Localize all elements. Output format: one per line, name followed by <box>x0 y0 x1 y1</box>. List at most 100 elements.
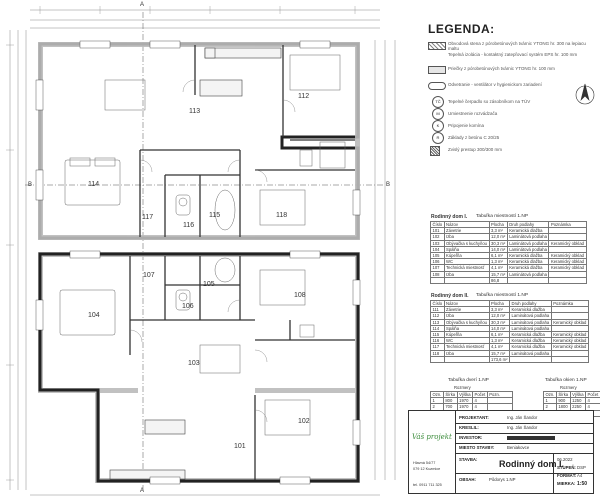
table-cell: Laminátová podlaha <box>506 245 550 253</box>
table-cell <box>430 355 445 363</box>
value-stavba: Rodinný dom I. <box>499 459 564 469</box>
room-label: 106 <box>182 303 194 310</box>
table-cell <box>443 276 490 284</box>
column-header: Číslo <box>430 299 445 308</box>
company-address: Hlavná 54/77 <box>413 461 436 465</box>
table-cell: Laminátová podlaha <box>506 239 550 247</box>
room-label: 103 <box>188 360 200 367</box>
table-cell: Laminátová podlaha <box>509 324 552 332</box>
room-label: 101 <box>234 443 246 450</box>
table-rooms-2-caption: Tabuľka miestností 1.NP <box>476 293 529 298</box>
table-cell: Laminátová podlaha <box>509 318 552 326</box>
legend-swatch-vent <box>428 82 446 90</box>
section-marker-b-right: B <box>386 182 391 188</box>
title-block-logo-cell <box>409 411 456 493</box>
room-label: 114 <box>88 181 100 188</box>
value-obsah: Pôdorys 1.NP <box>489 477 516 482</box>
legend-item: Základy z betónu C 20/25 <box>448 135 500 140</box>
section-marker-b-left: B <box>28 182 33 188</box>
table-cell: Obývačka s kuchyňou <box>443 318 490 326</box>
value-datum: 06.2022 <box>557 457 573 462</box>
symbol-heat-pump-icon: TČ <box>432 96 444 108</box>
room-label: 102 <box>298 418 310 425</box>
legend-item: Tepelné čerpadlo so zásobníkom na TÚV <box>448 99 531 104</box>
table-cell: Keramický obklad <box>548 258 587 266</box>
table-cell: Keramická dlažba <box>506 251 550 260</box>
value-mierka: 1:50 <box>577 481 588 487</box>
label-obsah: OBSAH: <box>459 477 476 482</box>
value-format: A4 <box>577 473 583 478</box>
column-header: Šírka <box>555 390 571 399</box>
table-cell: 86,8 <box>488 276 508 284</box>
legend-swatch-partition <box>428 66 446 74</box>
legend-swatch-shaft <box>430 146 440 156</box>
legend-item: Zvislý prestup 300/300 mm <box>448 147 503 152</box>
table-rooms-1-caption: Tabuľka miestností 1.NP <box>476 214 529 219</box>
table-cell <box>509 355 552 363</box>
value-stupen: DSP <box>577 465 586 470</box>
section-marker-a-top: A <box>140 2 145 8</box>
table-cell: 15,7 m² <box>488 270 508 278</box>
company-phone: tel. 0911 711 325 <box>413 483 442 487</box>
label-format: FORMÁT: <box>557 473 577 478</box>
table-cell: Keramický obklad <box>548 264 587 272</box>
legend-item: Umiestnenie rozvádzača <box>448 111 498 116</box>
room-label: 118 <box>276 212 288 219</box>
north-arrow-icon <box>575 83 595 105</box>
label-investor: INVESTOR: <box>459 435 483 440</box>
symbol-distributor-icon: M <box>432 108 444 120</box>
table-windows-sub: Rozmery <box>560 385 577 390</box>
room-label: 115 <box>209 212 221 219</box>
column-header: Počet <box>472 390 488 399</box>
section-marker-a-bottom: A <box>140 488 145 494</box>
table-cell: 14,0 m² <box>488 245 508 253</box>
room-label: 116 <box>183 222 195 229</box>
legend-item: Pripojenie komína <box>448 123 485 128</box>
table-row: 173,6 m² <box>430 355 589 363</box>
table-cell: Keramický obklad <box>550 330 589 339</box>
room-label: 105 <box>203 281 215 288</box>
legend-item: Priečky z pórobetónových tvárnic YTONG h… <box>448 66 555 71</box>
label-mierka: MIERKA: <box>557 481 576 486</box>
room-label: 112 <box>298 93 310 100</box>
company-logo: Váš projekt <box>412 433 452 441</box>
value-projektant: Ing. Ján Šandor <box>507 415 538 420</box>
table-cell: Laminátová podlaha <box>506 270 550 278</box>
symbol-foundation-icon: R <box>432 132 444 144</box>
label-miesto: MIESTO STAVBY: <box>459 445 495 450</box>
column-header: Výška <box>456 390 474 399</box>
table-cell <box>506 276 550 284</box>
symbol-chimney-icon: K <box>432 120 444 132</box>
table-rooms-2-heading: Rodinný dom II. <box>431 293 469 299</box>
dimension-lines <box>9 9 396 496</box>
table-cell: Technická miestnosť <box>443 264 490 272</box>
table-cell: Keramická dlažba <box>506 227 550 235</box>
table-cell <box>548 276 587 284</box>
company-city: 079 12 Kuzmice <box>413 467 441 471</box>
title-block: Váš projekt Hlavná 54/77 079 12 Kuzmice … <box>408 410 594 494</box>
table-cell <box>550 355 589 363</box>
table-cell: Keramický obklad <box>550 343 589 351</box>
table-cell: 30,3 m² <box>488 239 508 247</box>
table-cell: Keramický obklad <box>548 251 587 260</box>
table-cell: Laminátová podlaha <box>509 349 552 357</box>
column-header: Číslo <box>430 220 445 229</box>
room-label: 104 <box>88 312 100 319</box>
legend-item: Obvodová stena z pórobetónových tvárnic … <box>448 41 586 51</box>
table-cell: 173,6 m² <box>488 355 511 363</box>
room-label: 107 <box>143 272 155 279</box>
table-cell: Keramický obklad <box>548 239 587 247</box>
legend-title: LEGENDA: <box>428 22 495 36</box>
table-cell: Laminátová podlaha <box>509 312 552 320</box>
table-cell: Technická miestnosť <box>443 343 490 351</box>
table-cell <box>430 276 445 284</box>
